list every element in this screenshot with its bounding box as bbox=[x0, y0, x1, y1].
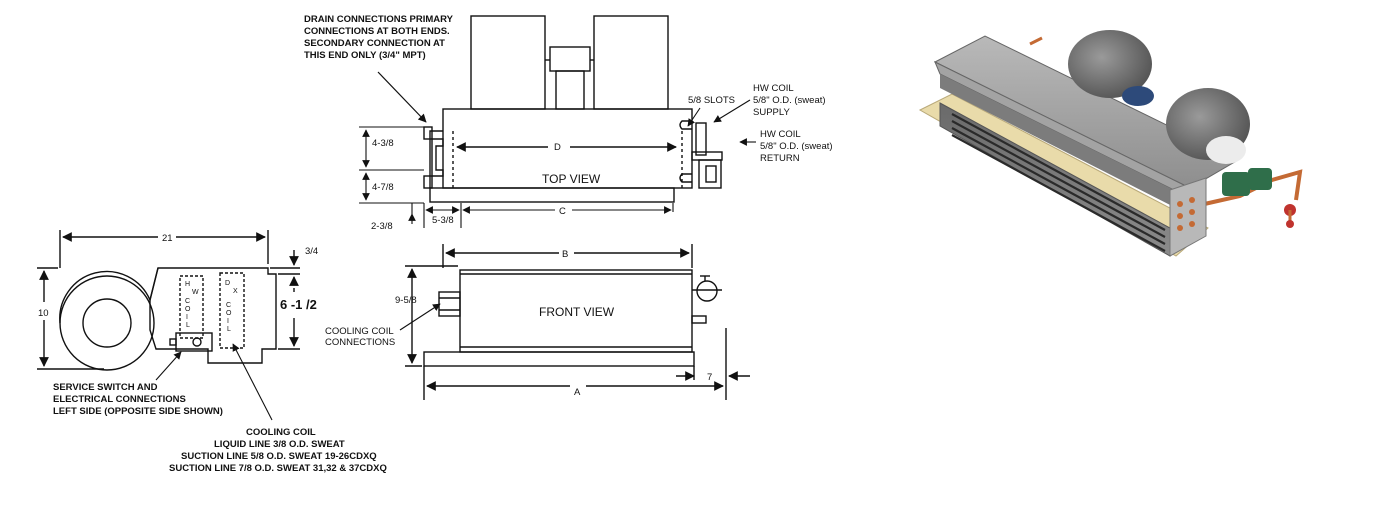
cooling-conn-note: COOLING COIL CONNECTIONS bbox=[325, 303, 441, 348]
drain-fitting-lower bbox=[423, 175, 433, 189]
dx-coil-letter-o: O bbox=[226, 310, 232, 317]
blower-housing-left bbox=[470, 15, 546, 110]
dx-coil-vertical-label: D X C O I L bbox=[225, 280, 238, 333]
hw-valve-supply bbox=[695, 122, 707, 156]
dim-9-5-8: 9-5/8 bbox=[395, 295, 417, 306]
dim-c-label: C bbox=[559, 206, 566, 217]
dx-coil-outline bbox=[219, 272, 245, 349]
hw-return-note: HW COIL 5/8" O.D. (sweat) RETURN bbox=[739, 129, 833, 164]
hw-supply-note: HW COIL 5/8" O.D. (sweat) SUPPLY bbox=[713, 83, 826, 123]
cooling-coil-line-3: SUCTION LINE 5/8 O.D. SWEAT 19-26CDXQ bbox=[181, 451, 377, 462]
service-line-3: LEFT SIDE (OPPOSITE SIDE SHOWN) bbox=[53, 406, 223, 417]
slots-label: 5/8 SLOTS bbox=[688, 95, 735, 106]
cooling-conn-line-2: CONNECTIONS bbox=[325, 337, 395, 348]
drain-note: DRAIN CONNECTIONS PRIMARY CONNECTIONS AT… bbox=[304, 14, 454, 123]
side-cabinet bbox=[149, 267, 277, 364]
dim-b-label: B bbox=[562, 249, 568, 260]
front-base bbox=[423, 351, 695, 367]
hw-supply-line-1: HW COIL bbox=[753, 83, 794, 94]
drain-pan bbox=[429, 187, 675, 203]
hw-supply-line-3: SUPPLY bbox=[753, 107, 790, 118]
cooling-conn-line-1: COOLING COIL bbox=[325, 326, 394, 337]
hw-return-line-3: RETURN bbox=[760, 153, 800, 164]
hw-coil-letter-o: O bbox=[185, 306, 191, 313]
dim-4-3-8: 4-3/8 bbox=[372, 138, 394, 149]
hw-coil-letter-h: H bbox=[185, 281, 190, 288]
dx-coil-letter-d: D bbox=[225, 280, 230, 287]
cooling-coil-line-4: SUCTION LINE 7/8 O.D. SWEAT 31,32 & 37CD… bbox=[169, 463, 387, 474]
dim-d-label: D bbox=[554, 142, 561, 153]
hw-coil-letter-l: L bbox=[186, 322, 190, 329]
service-line-2: ELECTRICAL CONNECTIONS bbox=[53, 394, 186, 405]
dx-coil-letter-i: I bbox=[227, 318, 229, 325]
dim-21: 21 bbox=[162, 233, 173, 244]
blower-wheel bbox=[82, 298, 132, 348]
hw-coil-letter-i: I bbox=[186, 314, 188, 321]
front-view-title: FRONT VIEW bbox=[539, 305, 615, 319]
drain-note-line-4: THIS END ONLY (3/4" MPT) bbox=[304, 50, 426, 61]
dim-3-4: 3/4 bbox=[305, 246, 318, 257]
cooling-coil-line-2: LIQUID LINE 3/8 O.D. SWEAT bbox=[214, 439, 345, 450]
drain-leader bbox=[377, 71, 427, 123]
front-view bbox=[405, 244, 750, 400]
hw-coil-letter-c: C bbox=[185, 298, 190, 305]
hw-return-line-1: HW COIL bbox=[760, 129, 801, 140]
hw-coil-vertical-label: H W C O I L bbox=[185, 281, 199, 329]
cooling-coil-line-1: COOLING COIL bbox=[246, 427, 316, 438]
drain-note-line-1: DRAIN CONNECTIONS PRIMARY bbox=[304, 14, 454, 25]
hw-coil-letter-w: W bbox=[192, 289, 199, 296]
blower-housing-right bbox=[593, 15, 669, 110]
cooling-coil-stub bbox=[438, 291, 461, 317]
front-valve bbox=[696, 280, 718, 302]
drain-note-line-2: CONNECTIONS AT BOTH ENDS. bbox=[304, 26, 450, 37]
dim-4-7-8: 4-7/8 bbox=[372, 182, 394, 193]
blower-scroll bbox=[59, 275, 155, 371]
motor-mount bbox=[555, 70, 585, 110]
side-view bbox=[37, 230, 300, 371]
service-line-1: SERVICE SWITCH AND bbox=[53, 382, 158, 393]
top-view-title: TOP VIEW bbox=[542, 172, 601, 186]
valve-3d-1 bbox=[1222, 172, 1250, 196]
dim-6-1-2: 6 -1 /2 bbox=[280, 297, 317, 312]
top-view bbox=[423, 15, 723, 203]
hw-return-line-2: 5/8" O.D. (sweat) bbox=[760, 141, 833, 152]
hw-valve-return bbox=[698, 159, 722, 189]
dx-coil-letter-c: C bbox=[226, 302, 231, 309]
blower-left-3d bbox=[1068, 30, 1152, 98]
dim-7-label: 7 bbox=[707, 372, 712, 383]
dim-2-3-8: 2-3/8 bbox=[371, 221, 393, 232]
drain-note-line-3: SECONDARY CONNECTION AT bbox=[304, 38, 445, 49]
valve-3d-2 bbox=[1248, 168, 1272, 190]
top-view-dims bbox=[359, 126, 674, 228]
motor bbox=[549, 46, 591, 72]
drain-fitting-upper bbox=[423, 126, 433, 140]
motor-3d bbox=[1122, 86, 1154, 106]
dim-5-3-8: 5-3/8 bbox=[432, 215, 454, 226]
dx-coil-letter-x: X bbox=[233, 288, 238, 295]
cooling-coil-note: COOLING COIL LIQUID LINE 3/8 O.D. SWEAT … bbox=[169, 343, 387, 474]
hw-supply-line-2: 5/8" O.D. (sweat) bbox=[753, 95, 826, 106]
dx-coil-letter-l: L bbox=[227, 326, 231, 333]
hw-coil-outline bbox=[179, 275, 204, 339]
dim-10: 10 bbox=[38, 308, 49, 319]
dim-a-label: A bbox=[574, 387, 581, 398]
service-note: SERVICE SWITCH AND ELECTRICAL CONNECTION… bbox=[53, 351, 223, 417]
unit-3d-render bbox=[918, 30, 1303, 257]
